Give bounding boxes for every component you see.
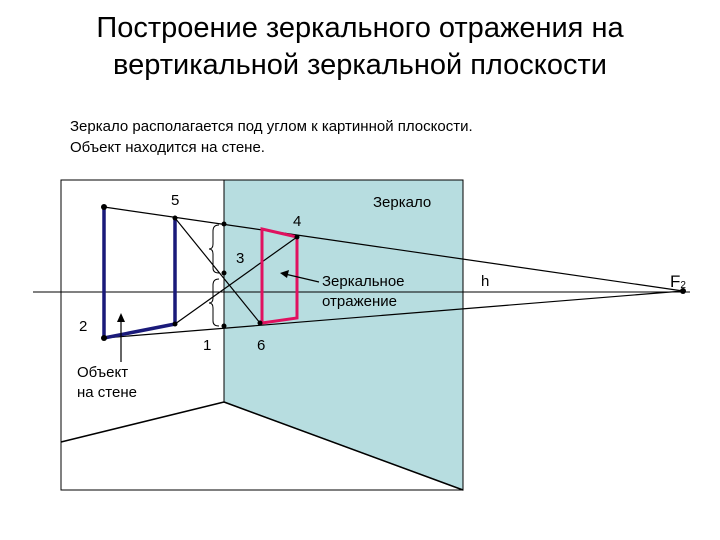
label-vanishing-point-sub: 2 [680, 280, 686, 291]
label-vanishing-point-main: F [670, 272, 680, 291]
wall-floor-edge [60, 401, 225, 443]
point-3 [221, 270, 227, 276]
construction-line-a [174, 217, 261, 324]
mirror-reflection [260, 227, 299, 325]
bracket-upper [208, 224, 220, 274]
label-reflection-2: отражение [322, 293, 397, 310]
mirror-plane [223, 179, 464, 491]
label-object-2: на стене [77, 384, 137, 401]
label-6: 6 [257, 337, 265, 354]
description: Зеркало располагается под углом к картин… [70, 116, 473, 158]
point-object-bottom-right [172, 321, 178, 327]
point-6 [257, 320, 263, 326]
point-top-left [101, 204, 107, 210]
title-line-2: вертикальной зеркальной плоскости [113, 49, 607, 81]
point-4 [294, 234, 300, 240]
label-3: 3 [236, 250, 244, 267]
label-vanishing-point: F2 [670, 272, 686, 291]
object-arrow-head [117, 313, 125, 322]
point-mirror-top [221, 221, 227, 227]
point-2 [101, 335, 107, 341]
label-1: 1 [203, 337, 211, 354]
reflection-arrow [284, 273, 320, 283]
bracket-lower [208, 278, 220, 327]
label-2: 2 [79, 318, 87, 335]
label-4: 4 [293, 213, 301, 230]
perspective-line-bottom [103, 290, 684, 339]
label-object-1: Объект [77, 364, 128, 381]
label-reflection-1: Зеркальное [322, 273, 405, 290]
label-horizon: h [481, 273, 489, 290]
page-title: Построение зеркального отражения на верт… [0, 10, 720, 84]
point-5 [172, 215, 178, 221]
description-line-1: Зеркало располагается под углом к картин… [70, 118, 473, 135]
perspective-line-top [103, 206, 684, 292]
object-outline [102, 207, 177, 341]
label-mirror: Зеркало [373, 194, 431, 211]
vanishing-point [680, 288, 686, 294]
label-5: 5 [171, 192, 179, 209]
mirror-floor-edge [223, 401, 464, 491]
description-line-2: Объект находится на стене. [70, 139, 265, 156]
point-1 [221, 323, 227, 329]
construction-line-b [174, 236, 298, 325]
title-line-1: Построение зеркального отражения на [96, 12, 624, 44]
reflection-arrow-head [280, 270, 289, 278]
